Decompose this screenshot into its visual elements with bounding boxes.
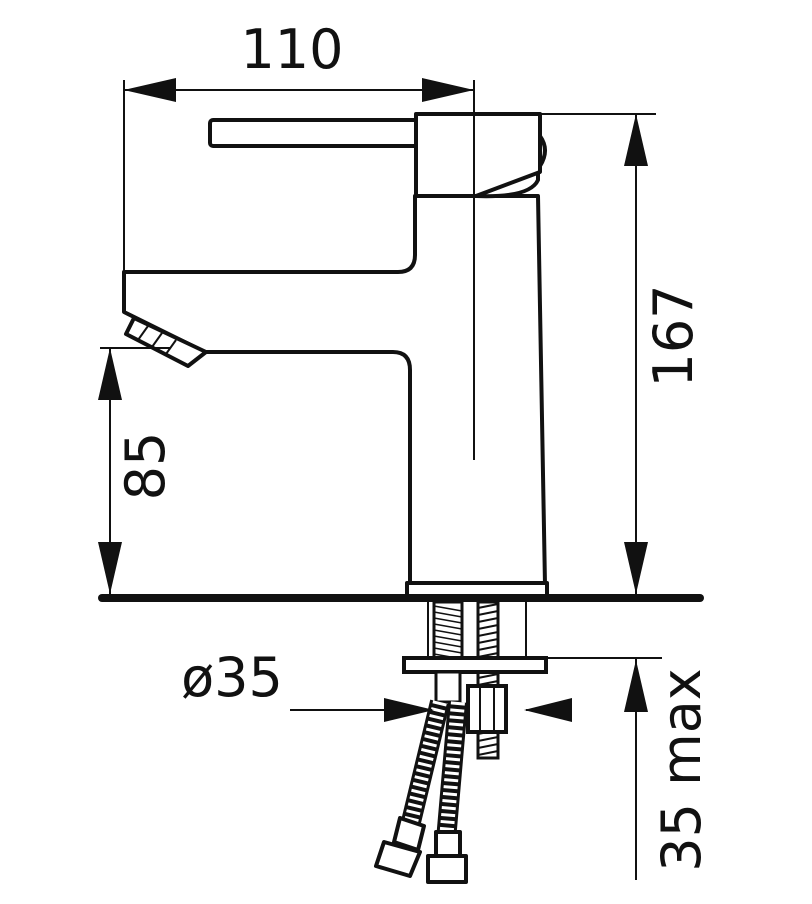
braid-line bbox=[433, 617, 463, 624]
arrowhead-right bbox=[422, 78, 474, 102]
thread-line bbox=[477, 750, 499, 756]
thread-line bbox=[477, 631, 499, 637]
handle-knob bbox=[538, 134, 547, 168]
dimension-spout-height: 85 bbox=[98, 347, 177, 594]
hose-ferrule-right bbox=[434, 830, 462, 858]
braid-line bbox=[433, 611, 463, 618]
hose-collar bbox=[434, 670, 462, 704]
arrowhead-bottom bbox=[98, 542, 122, 594]
hex-nut bbox=[466, 684, 508, 734]
arrowhead-left bbox=[384, 698, 434, 722]
braid-line bbox=[433, 635, 463, 642]
thread-line bbox=[477, 645, 499, 651]
thread-line bbox=[477, 610, 499, 616]
dimension-height: 167 bbox=[540, 113, 705, 594]
arrowhead-top bbox=[624, 114, 648, 166]
hose-nut-left bbox=[374, 840, 422, 878]
spout-height-label: 85 bbox=[114, 432, 177, 501]
faucet-body bbox=[122, 112, 549, 598]
braid-line bbox=[433, 641, 463, 648]
arrowhead-bottom bbox=[624, 542, 648, 594]
dimension-width: 110 bbox=[123, 18, 475, 272]
mount-thickness-label: 35 max bbox=[650, 668, 713, 872]
braid-line bbox=[433, 605, 463, 612]
thread-line bbox=[477, 617, 499, 623]
braid-line bbox=[433, 647, 463, 654]
aerator-ring bbox=[165, 339, 177, 355]
thread-line bbox=[477, 736, 499, 742]
hose-braid bbox=[433, 605, 463, 660]
arrowhead-left bbox=[124, 78, 176, 102]
arrowhead-top bbox=[624, 660, 648, 712]
countertop-line bbox=[98, 594, 704, 602]
arrowhead-top bbox=[98, 348, 122, 400]
mounting-plate bbox=[402, 656, 548, 674]
aerator-ring bbox=[151, 332, 163, 348]
arrowhead-right bbox=[524, 698, 572, 722]
diameter-label: ø35 bbox=[181, 646, 283, 709]
aerator-ring bbox=[137, 325, 149, 341]
braid-line bbox=[433, 623, 463, 630]
dimension-mount-thickness: 35 max bbox=[546, 657, 713, 880]
width-label: 110 bbox=[240, 18, 343, 81]
dimension-diameter: ø35 bbox=[181, 646, 572, 722]
braid-line bbox=[433, 629, 463, 636]
thread-line bbox=[477, 603, 499, 609]
height-label: 167 bbox=[642, 284, 705, 387]
cartridge-neck bbox=[414, 170, 540, 199]
hose-nut-right bbox=[426, 854, 468, 884]
thread-line bbox=[477, 624, 499, 630]
mounting-hardware bbox=[374, 600, 548, 884]
thread-line bbox=[477, 673, 499, 679]
thread-line bbox=[477, 743, 499, 749]
thread-line bbox=[477, 638, 499, 644]
lever-handle bbox=[208, 118, 424, 148]
faucet-column-and-spout bbox=[122, 194, 547, 587]
handle-head bbox=[414, 112, 542, 198]
